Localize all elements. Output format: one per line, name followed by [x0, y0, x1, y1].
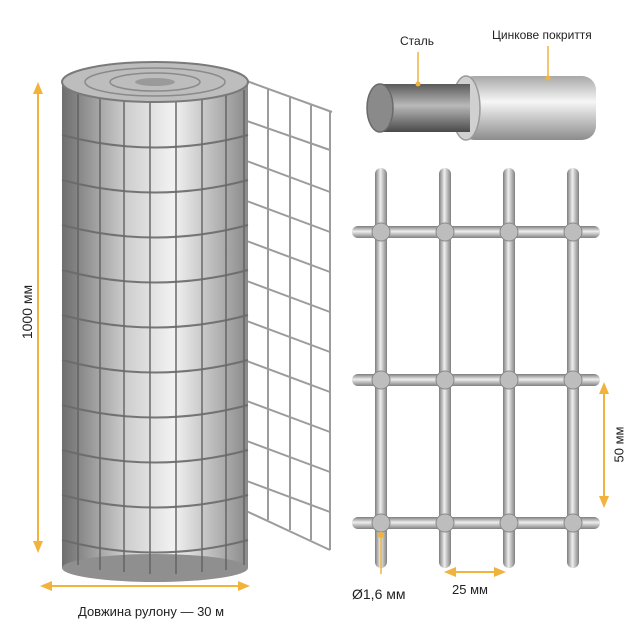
mesh-height-label: 50 мм [611, 426, 627, 463]
roll-length-label: Довжина рулону — 30 м [78, 604, 225, 619]
mesh-closeup [352, 168, 600, 568]
roll-height-label: 1000 мм [19, 284, 35, 340]
mesh-width-dimension [444, 567, 506, 577]
wire-diameter-leader [378, 532, 384, 574]
steel-label: Сталь [400, 34, 434, 48]
zinc-coating-label: Цинкове покриття [492, 28, 592, 42]
mesh-width-label: 25 мм [452, 582, 488, 597]
wire-diameter-label: Ø1,6 мм [352, 586, 406, 602]
roll-length-dimension [40, 581, 250, 591]
wire-cross-section [366, 46, 596, 141]
mesh-roll [61, 61, 333, 582]
roll-height-dimension [33, 82, 43, 553]
roll-mesh-grid [77, 90, 245, 574]
unrolled-mesh-flap [243, 79, 333, 551]
mesh-height-dimension [599, 382, 609, 508]
roll-rings [61, 134, 249, 554]
